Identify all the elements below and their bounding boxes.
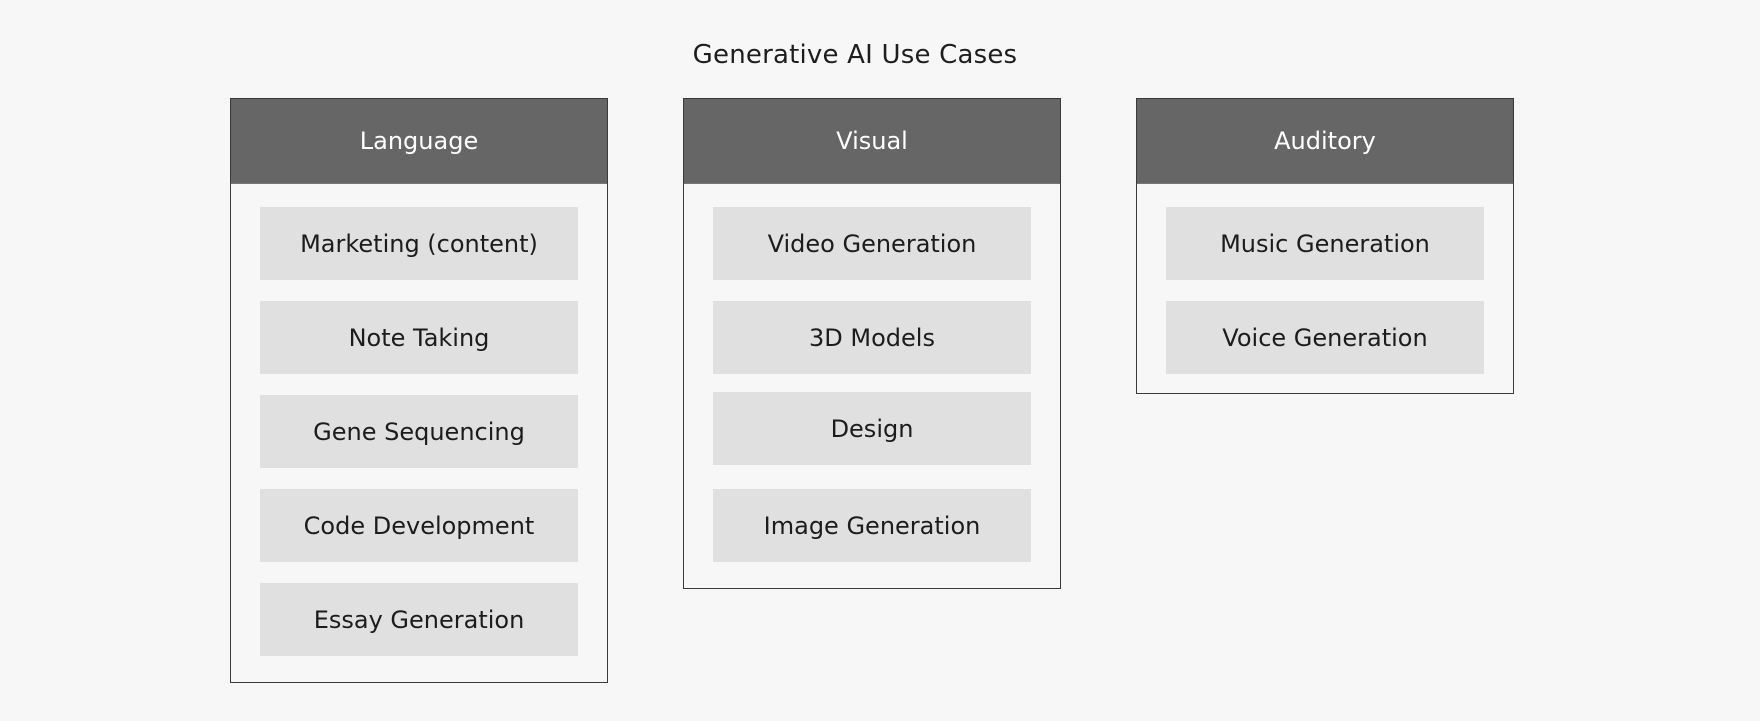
column-auditory: Auditory Music Generation Voice Generati… (1136, 98, 1514, 394)
use-case-item: Video Generation (713, 207, 1031, 280)
use-case-item: Marketing (content) (260, 207, 578, 280)
use-case-item: Essay Generation (260, 583, 578, 656)
use-case-item: 3D Models (713, 301, 1031, 374)
use-case-item: Design (713, 392, 1031, 465)
column-header: Language (231, 99, 607, 184)
diagram-title: Generative AI Use Cases (692, 40, 1018, 70)
use-case-item: Code Development (260, 489, 578, 562)
use-case-item: Voice Generation (1166, 301, 1484, 374)
use-case-item: Image Generation (713, 489, 1031, 562)
column-header: Auditory (1137, 99, 1513, 184)
column-visual: Visual Video Generation 3D Models Design… (683, 98, 1061, 589)
column-header: Visual (684, 99, 1060, 184)
use-case-item: Music Generation (1166, 207, 1484, 280)
use-case-item: Note Taking (260, 301, 578, 374)
use-case-item: Gene Sequencing (260, 395, 578, 468)
column-language: Language Marketing (content) Note Taking… (230, 98, 608, 683)
